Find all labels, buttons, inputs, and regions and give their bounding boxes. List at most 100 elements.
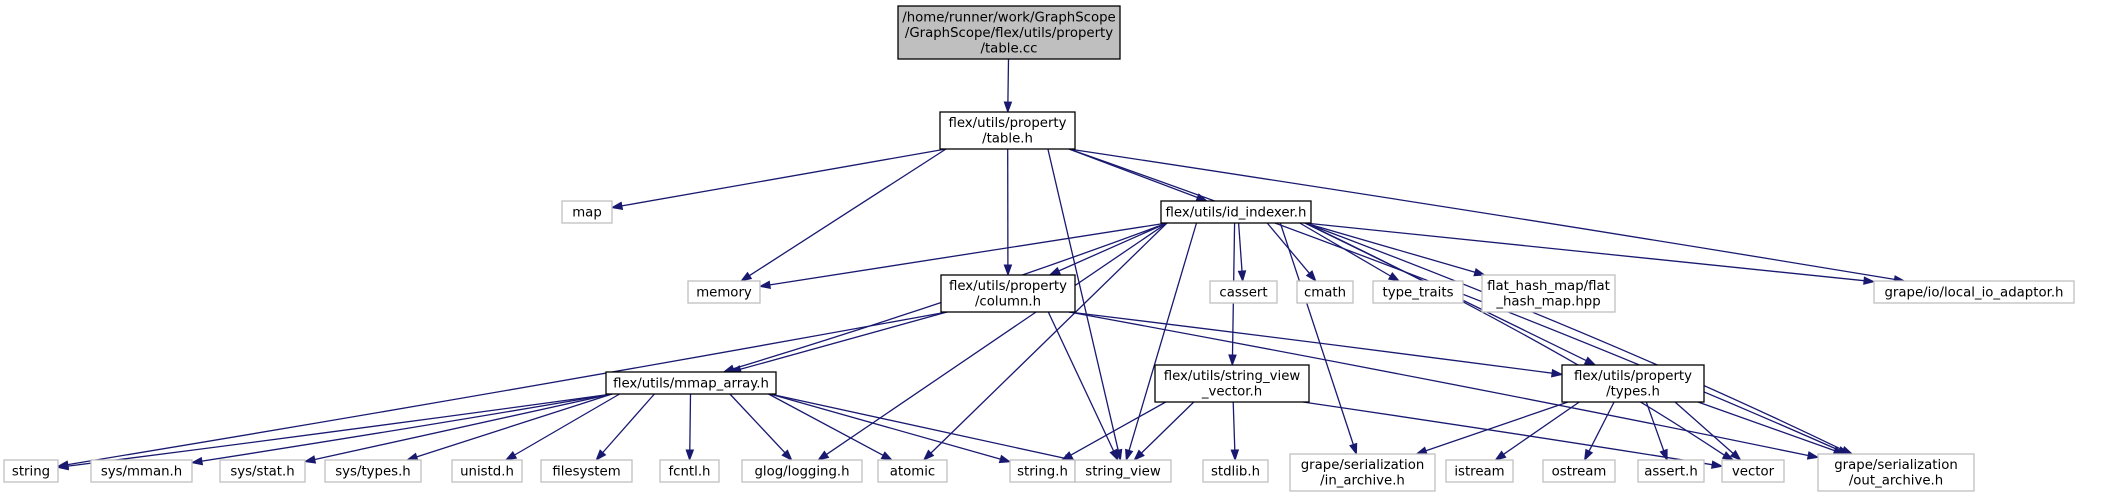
node-table-h[interactable]: flex/utils/property/table.h: [939, 111, 1076, 150]
edge-line: [1425, 401, 1569, 452]
node-box: [1561, 364, 1705, 403]
node-label-line: /table.h: [982, 132, 1033, 147]
node-memory: memory: [687, 280, 761, 304]
node-label-line: flex/utils/property: [949, 279, 1067, 294]
edge-types_h-to-in_archive: [1415, 401, 1569, 455]
edge-line: [1068, 311, 1553, 374]
node-glog: glog/logging.h: [741, 459, 863, 483]
edge-line: [416, 393, 613, 458]
node-id-indexer[interactable]: flex/utils/id_indexer.h: [1160, 200, 1312, 224]
arrowhead-icon: [816, 450, 830, 461]
edge-line: [1068, 311, 1809, 457]
node-box: [451, 459, 523, 483]
node-label-line: assert.h: [1644, 464, 1698, 479]
edge-table_h-to-memory: [739, 148, 947, 282]
edge-string_view_vector-to-string_h: [1060, 401, 1167, 461]
arrowhead-icon: [1721, 451, 1735, 461]
edge-line: [1070, 401, 1167, 456]
edge-mmap_array-to-string: [56, 393, 613, 471]
edge-string_view_vector-to-vector: [1302, 401, 1724, 469]
arrowhead-icon: [1349, 442, 1358, 456]
edge-column_h-to-out_archive: [1068, 311, 1820, 460]
arrowhead-icon: [1583, 448, 1594, 462]
node-label-line: atomic: [890, 464, 935, 479]
node-box: [1154, 364, 1310, 403]
arrowhead-icon: [685, 449, 695, 462]
node-cassert: cassert: [1209, 280, 1278, 304]
node-types-h[interactable]: flex/utils/property/types.h: [1561, 364, 1705, 403]
edge-line: [1674, 401, 1734, 454]
node-box: [687, 280, 761, 304]
arrowhead-icon: [758, 280, 772, 290]
edge-mmap_array-to-fcntl: [685, 393, 695, 462]
node-label-line: grape/io/local_io_adaptor.h: [1884, 285, 2063, 300]
node-mmap-array[interactable]: flex/utils/mmap_array.h: [605, 371, 777, 395]
node-atomic: atomic: [877, 459, 948, 483]
edge-column_h-to-string: [56, 311, 948, 469]
node-box: [741, 459, 863, 483]
node-string-view: string_view: [1074, 459, 1172, 483]
node-label-line: grape/serialization: [1301, 458, 1425, 473]
node-box: [1209, 280, 1278, 304]
edge-line: [514, 393, 620, 456]
node-sys-types: sys/types.h: [324, 459, 422, 483]
node-box: [1074, 459, 1172, 483]
node-ostream: ostream: [1542, 459, 1616, 483]
edge-line: [1304, 222, 1725, 456]
edge-id_indexer-to-memory: [758, 222, 1168, 290]
arrowhead-icon: [190, 456, 204, 466]
node-out-archive: grape/serialization/out_archive.h: [1817, 453, 1975, 492]
arrowhead-icon: [595, 449, 607, 462]
edge-table_h-to-map: [610, 148, 947, 211]
node-label-line: flat_hash_map/flat: [1487, 279, 1610, 294]
edge-line: [1068, 148, 1895, 281]
arrowhead-icon: [1415, 446, 1428, 455]
node-label-line: flex/utils/property: [1574, 369, 1692, 384]
node-label-line: sys/stat.h: [230, 464, 294, 479]
node-vector: vector: [1721, 459, 1785, 483]
node-in-archive: grape/serialization/in_archive.h: [1289, 453, 1436, 492]
node-label-line: flex/utils/property: [948, 116, 1066, 131]
edge-id_indexer-to-vector: [1304, 222, 1735, 461]
arrowhead-icon: [1125, 448, 1134, 462]
node-box: [3, 459, 59, 483]
arrowhead-icon: [56, 461, 69, 471]
node-table-cc[interactable]: /home/runner/work/GraphScope/GraphScope/…: [897, 5, 1121, 60]
node-unistd: unistd.h: [451, 459, 523, 483]
node-box: [940, 274, 1076, 313]
node-label-line: glog/logging.h: [754, 464, 849, 479]
arrowhead-icon: [1237, 270, 1247, 283]
node-label-line: grape/serialization: [1834, 458, 1958, 473]
edge-line: [314, 393, 613, 461]
node-flat-hash-map: flat_hash_map/flat_hash_map.hpp: [1481, 274, 1616, 313]
node-label-line: _vector.h: [1201, 385, 1262, 400]
arrowhead-icon: [781, 449, 793, 462]
edge-line: [1304, 222, 1865, 282]
edge-mmap_array-to-sys_mman: [190, 393, 613, 466]
node-map: map: [561, 200, 613, 224]
edge-types_h-to-out_archive: [1697, 401, 1846, 455]
node-type-traits: type_traits: [1372, 280, 1464, 304]
node-label-line: /in_archive.h: [1320, 474, 1405, 489]
edge-id_indexer-to-local_io: [1304, 222, 1876, 285]
arrowhead-icon: [1494, 450, 1507, 461]
node-label-line: /table.cc: [980, 41, 1037, 56]
node-box: [1296, 280, 1354, 304]
arrowhead-icon: [1048, 266, 1062, 276]
nodes-layer: /home/runner/work/GraphScope/GraphScope/…: [3, 5, 2075, 492]
arrowhead-icon: [1729, 449, 1742, 461]
node-label-line: flex/utils/mmap_array.h: [613, 376, 769, 391]
node-sys-stat: sys/stat.h: [219, 459, 306, 483]
node-label-line: flex/utils/string_view: [1164, 369, 1301, 384]
node-column-h[interactable]: flex/utils/property/column.h: [940, 274, 1076, 313]
node-label-line: memory: [696, 285, 752, 300]
node-string-view-vector[interactable]: flex/utils/string_view_vector.h: [1154, 364, 1310, 403]
node-local-io: grape/io/local_io_adaptor.h: [1873, 280, 2075, 304]
node-box: [1637, 459, 1705, 483]
node-box: [659, 459, 720, 483]
edge-line: [1237, 222, 1243, 272]
node-box: [1372, 280, 1464, 304]
node-cmath: cmath: [1296, 280, 1354, 304]
edge-line: [1128, 222, 1198, 451]
